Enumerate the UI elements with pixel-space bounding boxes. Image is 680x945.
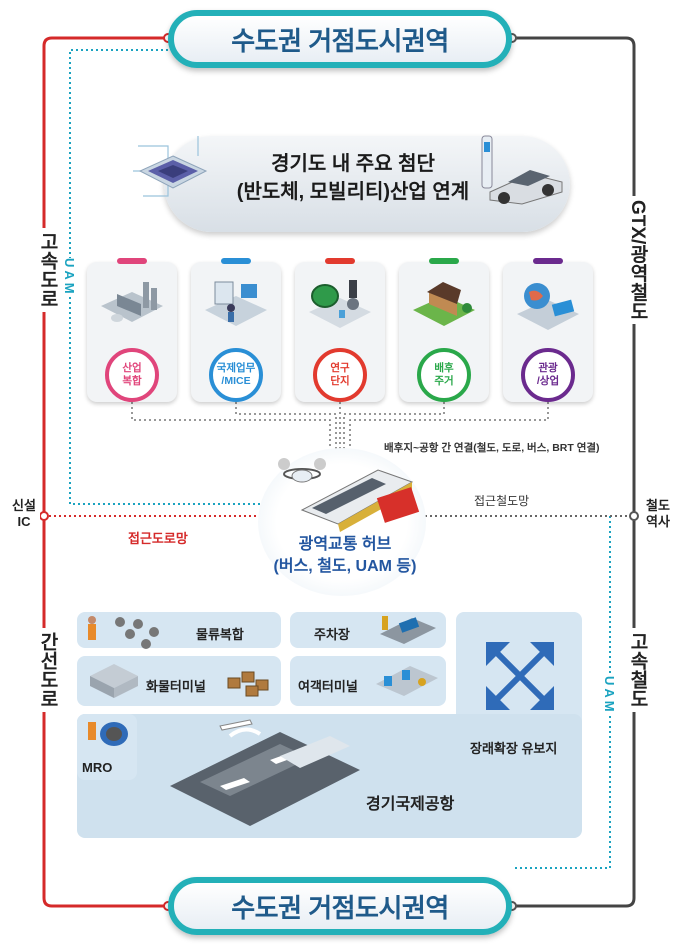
office-icon (205, 281, 267, 326)
airport-label: 경기국제공항 (366, 796, 455, 813)
cargo-boxes-icon (227, 671, 269, 697)
mro-label: MRO (82, 760, 113, 775)
card-tab (429, 258, 459, 264)
top-region-pill: 수도권 거점도시권역 (168, 10, 512, 68)
terminal-icon (376, 666, 438, 696)
card-links (131, 402, 549, 450)
uam-right-label: UAM (602, 676, 617, 715)
hub-line-1: 광역교통 허브 (298, 536, 392, 553)
industry-banner (164, 136, 570, 232)
arterial-road-label: 간선도로 (34, 628, 61, 712)
banner-line-1: 경기도 내 주요 첨단 (271, 153, 435, 175)
hub-vehicles-icon (278, 458, 420, 532)
house-icon (413, 282, 475, 326)
card-tab (221, 258, 251, 264)
globe-icon (517, 283, 579, 330)
card-label: 연구 단지 (313, 348, 367, 402)
factory-icon (101, 282, 163, 322)
card-industrial-complex: 산업 복합 (87, 258, 177, 402)
access-rail-label: 접근철도망 (474, 494, 530, 508)
card-tourism-commerce: 관광 /상업 (503, 258, 593, 402)
card-tab (117, 258, 147, 264)
passenger-terminal-label: 여객터미널 (298, 679, 358, 694)
industry-banner-text: 경기도 내 주요 첨단 (반도체, 모빌리티)산업 연계 (208, 150, 498, 206)
rail-station-label: 철도 역사 (640, 498, 676, 530)
expand-arrows-icon (486, 642, 554, 710)
gtx-label: GTX/광역철도 (624, 196, 651, 325)
card-label: 배후 주거 (417, 348, 471, 402)
drone-icon (278, 458, 326, 483)
logistics-label: 물류복합 (196, 627, 244, 642)
parking-icon (380, 616, 436, 644)
access-road-label: 접근도로망 (128, 531, 188, 546)
connection-note: 배후지~공항 간 연결(철도, 도로, 버스, BRT 연결) (384, 442, 600, 454)
expressway-label: 고속도로 (34, 228, 61, 312)
hub-line-2: (버스, 철도, UAM 등) (273, 558, 417, 575)
banner-line-2: (반도체, 모빌리티)산업 연계 (236, 181, 470, 203)
card-label: 산업 복합 (105, 348, 159, 402)
new-ic-label: 신설 IC (8, 498, 40, 530)
bottom-region-pill: 수도권 거점도시권역 (168, 877, 512, 935)
card-research-complex: 연구 단지 (295, 258, 385, 402)
uam-left-label: UAM (62, 258, 77, 297)
cargo-terminal-label: 화물터미널 (146, 679, 206, 694)
reserve-land-label: 장래확장 유보지 (470, 741, 558, 756)
drone-fleet-icon (88, 616, 159, 649)
airport-runway-icon (170, 719, 360, 826)
logistics-panel (77, 612, 281, 648)
card-tab (533, 258, 563, 264)
card-label: 관광 /상업 (521, 348, 575, 402)
lab-icon (309, 280, 371, 328)
expressway-line (42, 36, 168, 908)
high-speed-rail-label: 고속철도 (624, 628, 651, 712)
warehouse-icon (90, 664, 138, 698)
card-residential: 배후 주거 (399, 258, 489, 402)
card-tab (325, 258, 355, 264)
rail-line (512, 36, 636, 908)
chip-icon (133, 136, 208, 197)
parking-label: 주차장 (314, 627, 350, 642)
hub-text: 광역교통 허브 (버스, 철도, UAM 등) (270, 534, 420, 578)
card-business-mice: 국제업무 /MICE (191, 258, 281, 402)
mro-engine-icon (88, 722, 128, 746)
ev-car-icon (481, 135, 563, 205)
card-label: 국제업무 /MICE (209, 348, 263, 402)
